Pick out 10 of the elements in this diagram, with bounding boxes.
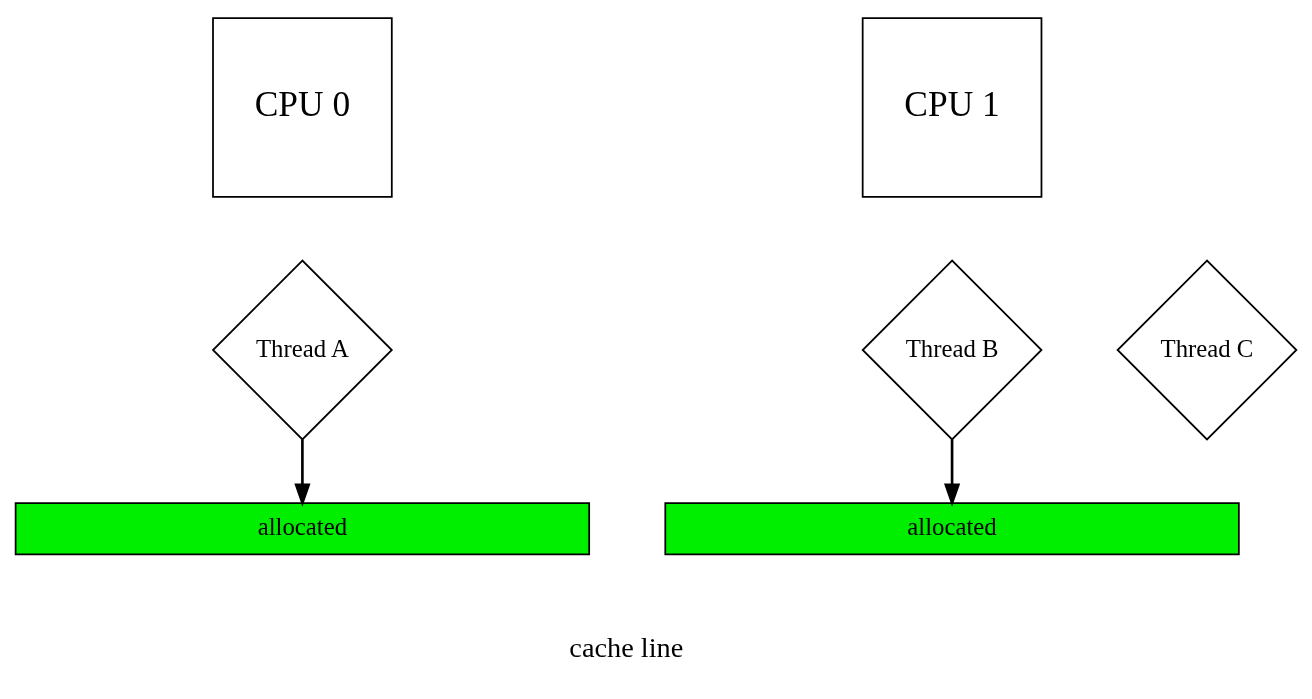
node-diamond: Thread A bbox=[211, 258, 394, 441]
arrow bbox=[944, 438, 961, 507]
node-box: CPU 1 bbox=[861, 16, 1043, 198]
node-box: CPU 0 bbox=[212, 16, 393, 198]
label: cache line bbox=[569, 631, 684, 663]
node-box: allocated bbox=[664, 501, 1240, 555]
node-box: allocated bbox=[14, 501, 591, 555]
node-diamond: Thread B bbox=[861, 258, 1043, 441]
arrow bbox=[294, 438, 311, 507]
node-diamond: Thread C bbox=[1116, 258, 1298, 441]
